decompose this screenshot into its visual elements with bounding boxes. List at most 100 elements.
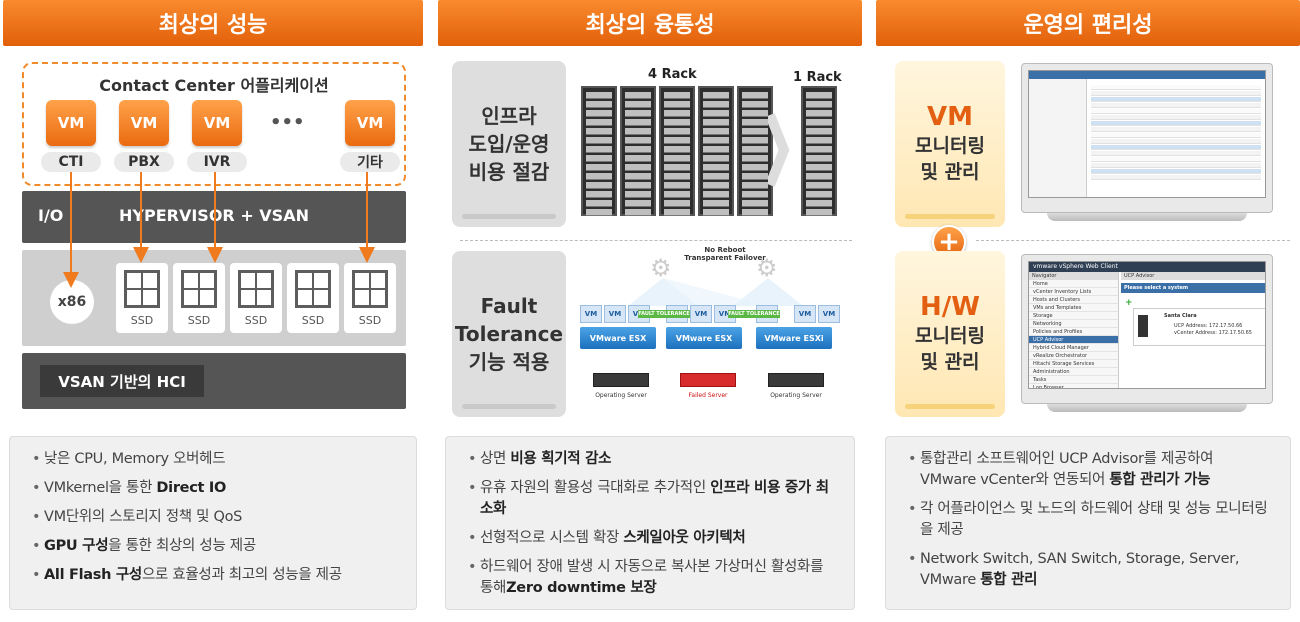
vm-chip-ivr: VM (192, 100, 242, 146)
navigator-item[interactable]: Hybrid Cloud Manager (1029, 344, 1118, 352)
bullet-text: 각 어플라이언스 및 노드의 하드웨어 상태 및 성능 모니터링을 제공 (920, 501, 1268, 538)
ucp-pane: UCP Advisor Please select a system + San… (1121, 272, 1265, 388)
vm-chip-cti: VM (46, 100, 96, 146)
monitor-stand (1047, 404, 1247, 412)
bullet-text: 유휴 자원의 활용성 극대화로 추가적인 (480, 480, 711, 496)
bullet-text: 선형적으로 시스템 확장 (480, 530, 624, 546)
add-icon[interactable]: + (1125, 298, 1133, 308)
vm-box: VM (604, 305, 626, 323)
hw-monitoring-line: 모니터링 (915, 325, 985, 347)
navigator-item[interactable]: vRealize Orchestrator (1029, 352, 1118, 360)
tree-pane (1029, 79, 1087, 197)
io-label: I/O (38, 206, 64, 225)
feature-list: 상면 비용 획기적 감소유휴 자원의 활용성 극대화로 추가적인 인프라 비용 … (445, 436, 855, 610)
server-rack (620, 86, 656, 216)
app-box-title: Contact Center 어플리케이션 (99, 76, 329, 95)
gear-icon: ⚙ (756, 254, 778, 282)
panel-title: 운영의 편리성 (876, 0, 1300, 46)
grid-row (1091, 157, 1261, 162)
operating-server (768, 373, 824, 387)
navigator-item[interactable]: Storage (1029, 312, 1118, 320)
ft-line: 기능 적용 (468, 350, 550, 374)
navigator-item[interactable]: Hitachi Storage Services (1029, 360, 1118, 368)
consolidate-arrow-icon (768, 113, 790, 187)
vm-chip-other: VM (345, 100, 395, 146)
grid-row (1091, 85, 1261, 90)
divider (460, 240, 852, 241)
ssd-icon (181, 270, 217, 308)
server-label: Operating Server (595, 392, 647, 399)
navigator-item[interactable]: VMs and Templates (1029, 304, 1118, 312)
panel-title: 최상의 성능 (3, 0, 423, 46)
ft-link: FAULT TOLERANCE (638, 310, 690, 318)
navigator-item[interactable]: vCenter Inventory Lists (1029, 288, 1118, 296)
navigator-item[interactable]: Policies and Profiles (1029, 328, 1118, 336)
bullet-text: 통합관리 소프트웨어인 UCP Advisor를 제공하여 VMware vCe… (920, 451, 1214, 488)
navigator-item[interactable]: Log Browser (1029, 384, 1118, 389)
ssd-icon (352, 270, 388, 308)
bullet-item: GPU 구성을 통한 최상의 성능 제공 (32, 536, 398, 557)
server-icon (1138, 315, 1148, 337)
bullet-item: 하드웨어 장애 발생 시 자동으로 복사본 가상머신 활성화를 통해Zero d… (468, 557, 836, 599)
navigator-item[interactable]: Hosts and Clusters (1029, 296, 1118, 304)
site-card[interactable]: Santa Clara UCP Address: 172.17.50.66 vC… (1133, 308, 1265, 346)
ucp-address: UCP Address: 172.17.50.66 (1174, 323, 1243, 329)
vm-box: VM (818, 305, 840, 323)
ssd-icon (295, 270, 331, 308)
esx-host: VMware ESX (666, 327, 742, 349)
grid-row (1091, 91, 1261, 96)
vm-label-pbx: PBX (114, 152, 174, 172)
bullet-text: Network Switch, SAN Switch, Storage, Ser… (920, 551, 1240, 588)
ucp-header: UCP Advisor (1121, 272, 1265, 280)
grid-row (1091, 139, 1261, 144)
server-rack (801, 86, 837, 216)
ssd-disk: SSD (173, 263, 225, 333)
bullet-text: VMkernel을 통한 (44, 480, 157, 496)
bullet-item: Network Switch, SAN Switch, Storage, Ser… (908, 549, 1272, 591)
vcenter-monitor (1021, 63, 1273, 213)
navigator-item[interactable]: Tasks (1029, 376, 1118, 384)
hci-label: VSAN 기반의 HCI (40, 365, 204, 397)
bullet-emphasis: 비용 획기적 감소 (510, 451, 612, 467)
vm-monitoring-box: VM 모니터링 및 관리 (895, 61, 1005, 227)
panel-title: 최상의 융통성 (438, 0, 862, 46)
bullet-text: 으로 효율성과 최고의 성능을 제공 (141, 567, 342, 583)
grid-row (1091, 169, 1261, 174)
server-rack (659, 86, 695, 216)
bullet-emphasis: 인프라 비용 증가 최소화 (480, 480, 829, 517)
navigator-item[interactable]: Home (1029, 280, 1118, 288)
navigator-item[interactable]: Administration (1029, 368, 1118, 376)
bullet-item: 선형적으로 시스템 확장 스케일아웃 아키텍처 (468, 528, 836, 549)
bullet-emphasis: 스케일아웃 아키텍처 (623, 530, 746, 546)
vm-box: VM (690, 305, 712, 323)
bullet-emphasis: 통합 관리 (980, 572, 1038, 588)
ellipsis: ••• (270, 112, 305, 133)
vcenter-address: vCenter Address: 172.17.50.65 (1174, 330, 1252, 336)
vm-monitoring-line: 및 관리 (920, 161, 980, 183)
grid-row (1091, 121, 1261, 126)
navigator-item[interactable]: Networking (1029, 320, 1118, 328)
ft-beams (628, 278, 803, 306)
navigator-item[interactable]: UCP Advisor (1029, 336, 1118, 344)
server-label: Operating Server (770, 392, 822, 399)
web-client-title: vmware vSphere Web Client (1029, 262, 1265, 272)
rack4-label: 4 Rack (648, 67, 697, 82)
cost-line: 인프라 (481, 104, 537, 128)
server-rack (737, 86, 773, 216)
ft-line: Tolerance (454, 322, 564, 346)
web-client-screen: vmware vSphere Web Client Navigator Home… (1028, 261, 1266, 389)
monitor-stand (1047, 213, 1247, 221)
ft-caption-line: No Reboot (704, 246, 746, 254)
ssd-icon (124, 270, 160, 308)
navigator-header: Navigator (1029, 272, 1118, 280)
feature-list: 통합관리 소프트웨어인 UCP Advisor를 제공하여 VMware vCe… (885, 436, 1291, 610)
bullet-emphasis: Direct IO (156, 480, 227, 496)
hci-bar: VSAN 기반의 HCI (22, 353, 406, 409)
bullet-item: 상면 비용 획기적 감소 (468, 449, 836, 470)
bullet-item: VM단위의 스토리지 정책 및 QoS (32, 507, 398, 528)
failed-server (680, 373, 736, 387)
panel-flexibility: 최상의 융통성 인프라 도입/운영 비용 절감 4 Rack 1 Rack Fa… (438, 0, 862, 622)
operating-server (593, 373, 649, 387)
cost-line: 도입/운영 (468, 132, 550, 156)
